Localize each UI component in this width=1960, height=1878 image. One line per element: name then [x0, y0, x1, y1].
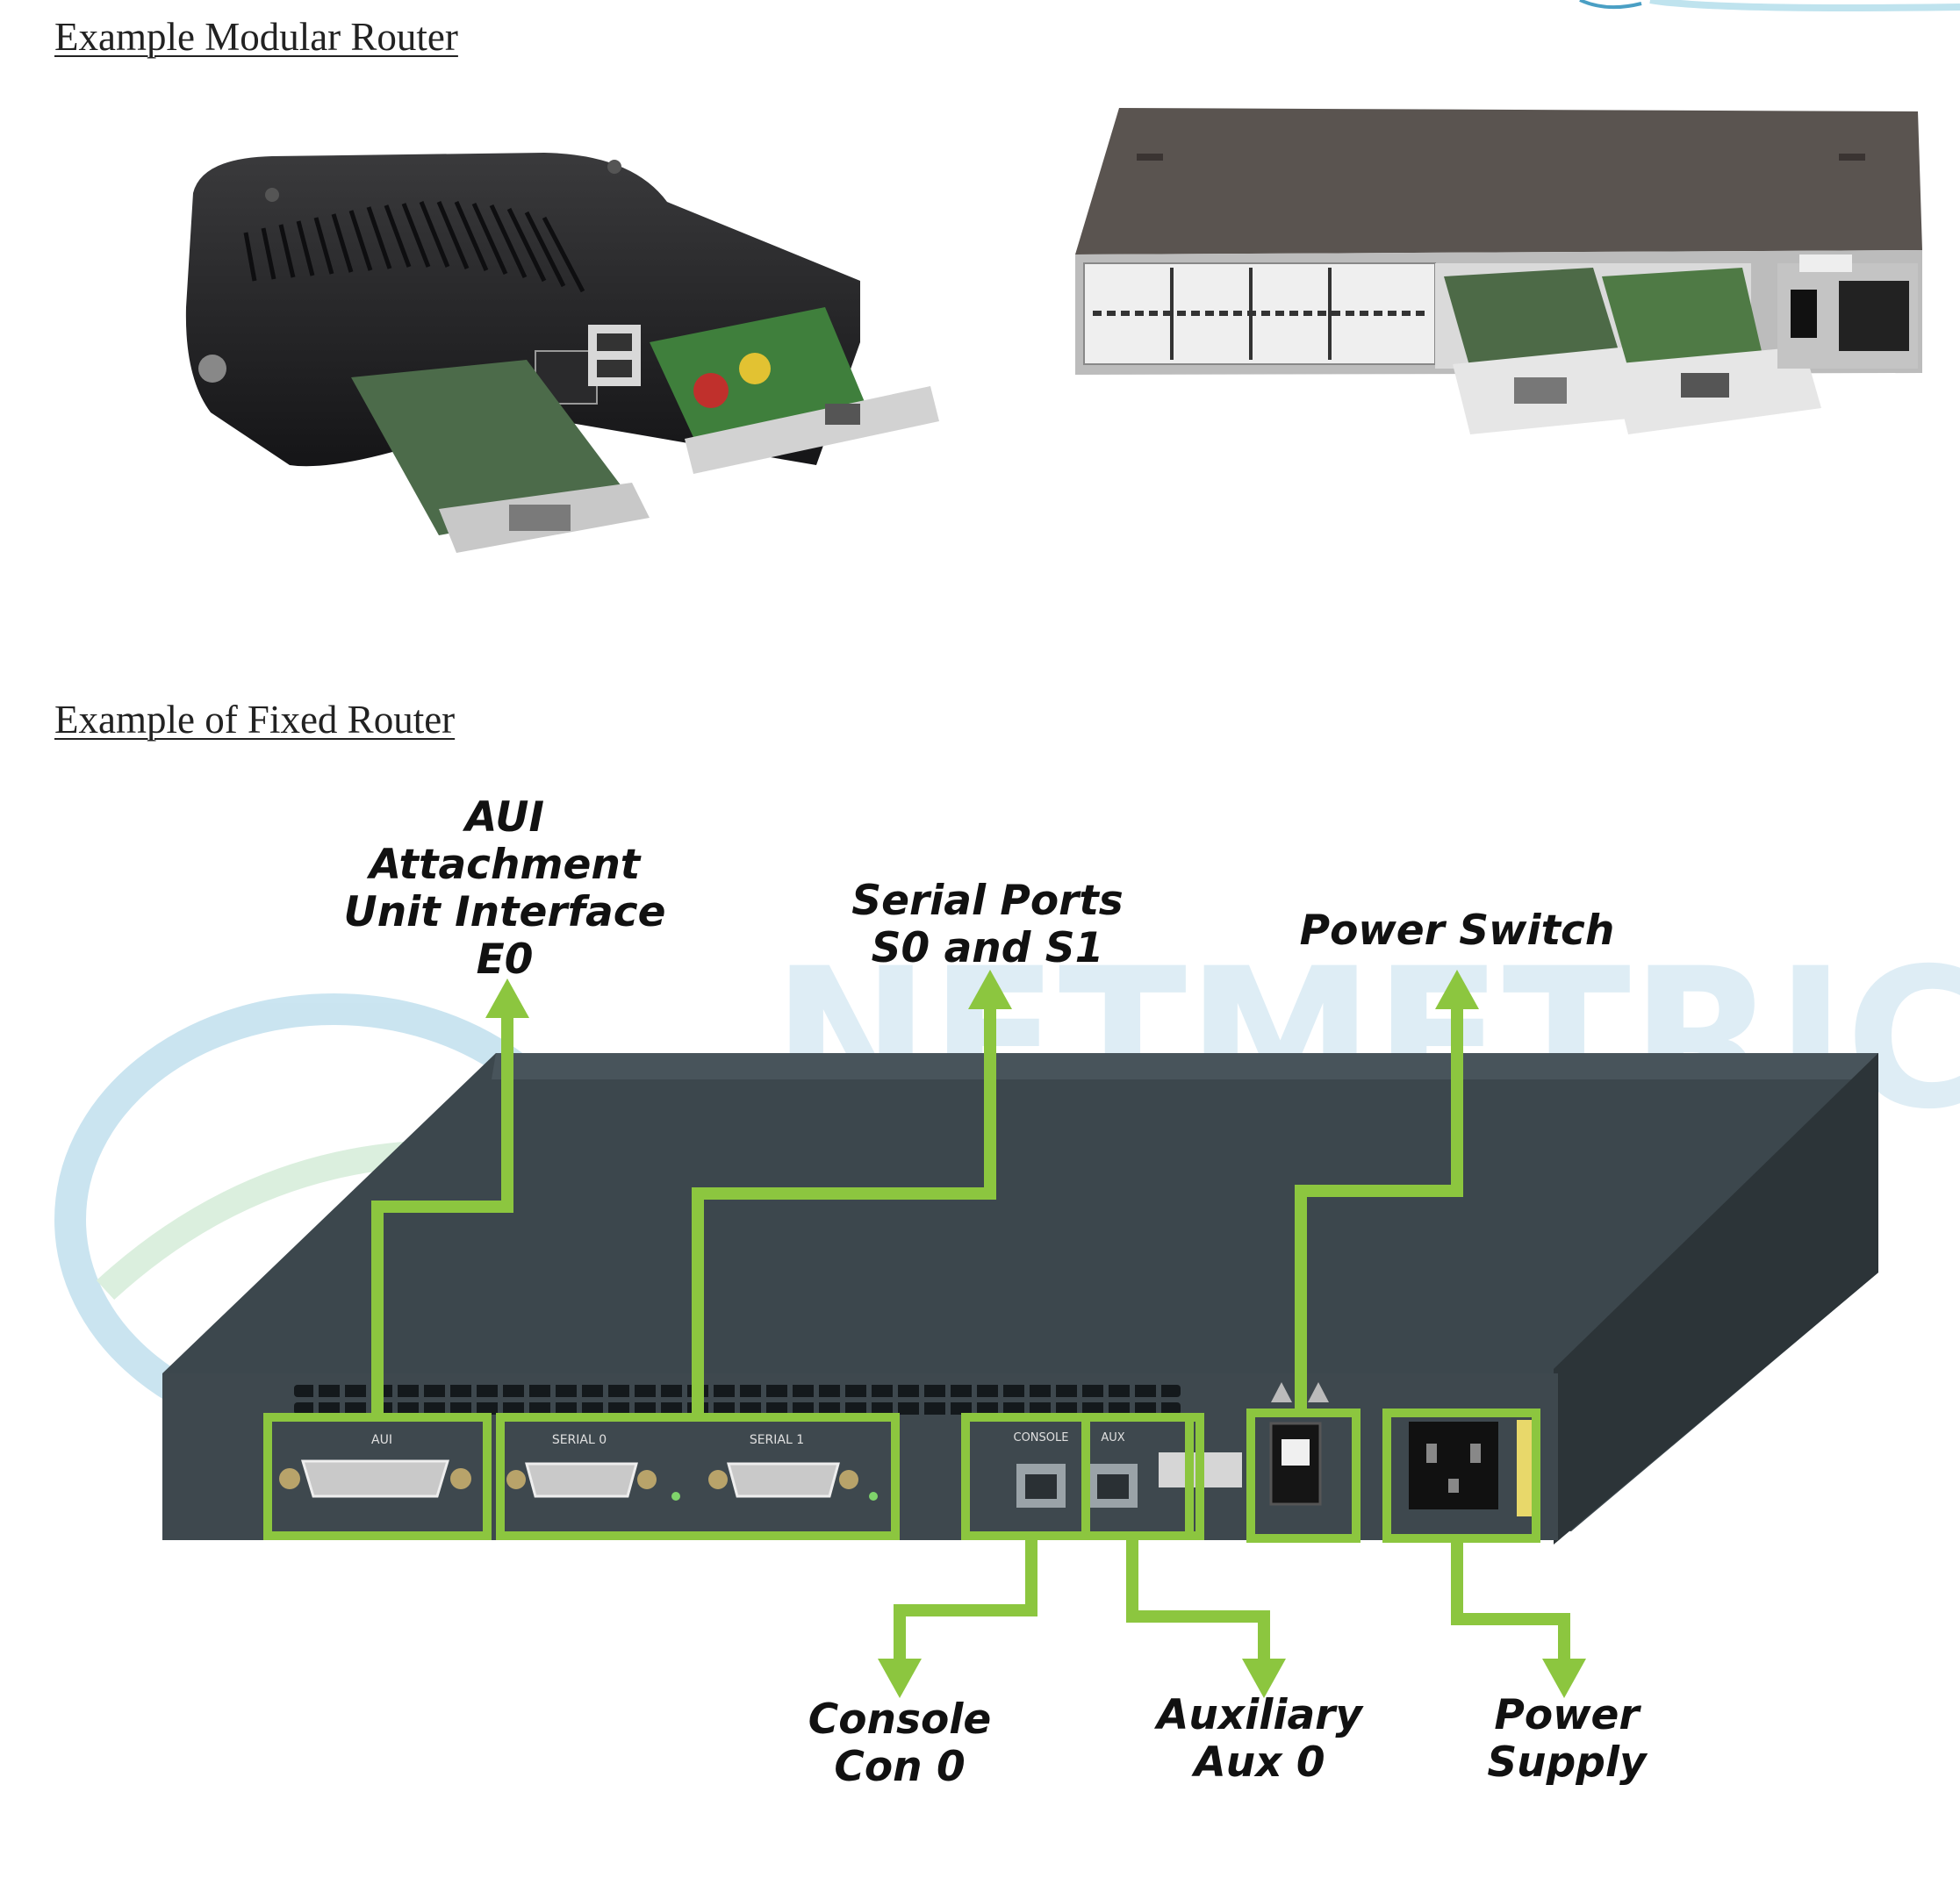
aui-callout-line-4: E0	[476, 935, 534, 984]
power-inlet	[1409, 1420, 1533, 1516]
corner-logo-fragment	[1579, 0, 1960, 11]
power-supply-callout: Power Supply	[1439, 1692, 1694, 1787]
power-supply-callout-line-1: Power	[1494, 1691, 1640, 1739]
console-callout-line-2: Con 0	[834, 1743, 966, 1791]
serial-1-panel-label: SERIAL 1	[750, 1433, 804, 1447]
serial-callout-line-2: S0 and S1	[871, 924, 1104, 972]
modular-router-photo-black	[185, 153, 939, 553]
serial-0-port: SERIAL 0	[506, 1433, 680, 1501]
aux-panel-label: AUX	[1101, 1431, 1124, 1444]
leader-lines	[371, 1005, 1570, 1663]
console-port: CONSOLE	[1014, 1431, 1069, 1508]
serial-ports-callout: Serial Ports S0 and S1	[821, 878, 1154, 972]
aui-callout-line-3: Unit Interface	[343, 888, 666, 936]
aui-port: AUI	[279, 1433, 471, 1498]
modular-router-heading: Example Modular Router	[54, 15, 458, 59]
power-supply-callout-line-2: Supply	[1487, 1738, 1647, 1787]
aui-callout-line-1: AUI	[465, 793, 544, 842]
serial-callout-line-1: Serial Ports	[851, 877, 1124, 925]
auxiliary-callout-line-2: Aux 0	[1194, 1738, 1325, 1787]
arrowheads	[485, 970, 1586, 1698]
aui-panel-label: AUI	[371, 1433, 392, 1447]
power-switch-callout: Power Switch	[1264, 907, 1650, 955]
console-callout: Console Con 0	[772, 1696, 1027, 1791]
serial-1-port: SERIAL 1	[708, 1433, 878, 1501]
power-switch-callout-line-1: Power Switch	[1299, 907, 1615, 955]
aui-callout-line-2: Attachment	[369, 841, 641, 889]
serial-0-panel-label: SERIAL 0	[552, 1433, 607, 1447]
auxiliary-callout: Auxiliary Aux 0	[1132, 1692, 1387, 1787]
modular-router-photo-rack	[1075, 108, 1922, 434]
power-switch	[1269, 1382, 1329, 1506]
aui-callout: AUI Attachment Unit Interface E0	[342, 794, 667, 984]
fixed-router-heading: Example of Fixed Router	[54, 698, 456, 742]
console-callout-line-1: Console	[808, 1695, 992, 1744]
console-panel-label: CONSOLE	[1014, 1431, 1069, 1444]
auxiliary-callout-line-1: Auxiliary	[1156, 1691, 1362, 1739]
